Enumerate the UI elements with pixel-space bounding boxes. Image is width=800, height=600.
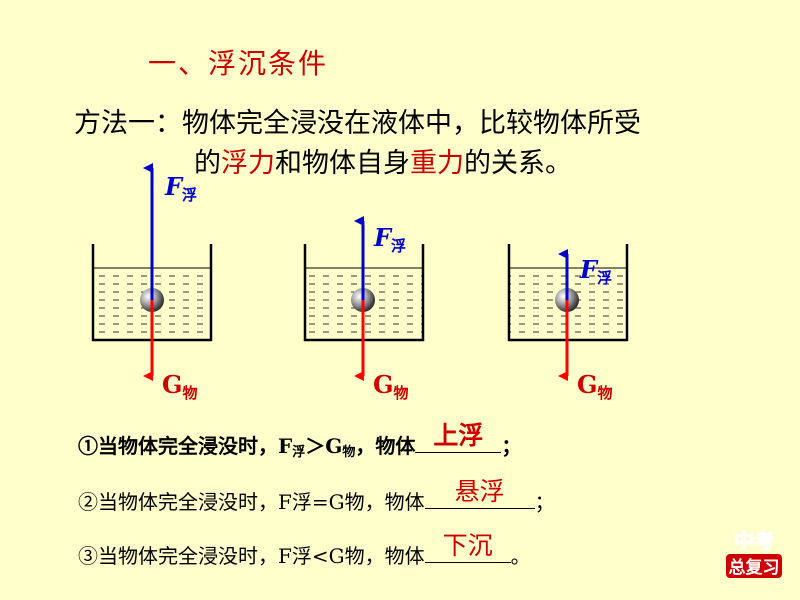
gravity-term: 重力 xyxy=(410,148,464,179)
condition-rising: ①当物体完全浸没时，F浮＞G物，物体上浮； xyxy=(78,421,521,460)
answer-text: 下沉 xyxy=(442,531,493,560)
answer-blank: 上浮 xyxy=(415,421,502,453)
container-sinking: F浮 G物 xyxy=(507,244,629,402)
answer-blank: 悬浮 xyxy=(424,477,535,509)
svg-text:中考: 中考 xyxy=(734,529,774,553)
buoyancy-diagram: F浮 G物 F浮 G物 F浮 G物 xyxy=(91,163,629,402)
condition-suspended: ②当物体完全浸没时，F浮=G物，物体悬浮； xyxy=(78,477,555,515)
answer-blank: 下沉 xyxy=(424,531,511,563)
answer-text: 上浮 xyxy=(433,421,484,450)
review-badge-logo: 中考 总复习 xyxy=(724,524,784,582)
container-rising: F浮 G物 xyxy=(91,163,213,402)
buoyancy-term: 浮力 xyxy=(221,148,275,179)
page-title: 一、浮沉条件 xyxy=(148,47,329,80)
answer-text: 悬浮 xyxy=(454,477,505,506)
condition-sinking: ③当物体完全浸没时，F浮<G物，物体下沉。 xyxy=(78,531,531,569)
method-line-1: 方法一：物体完全浸没在液体中，比较物体所受 xyxy=(74,108,641,139)
method-line-2: 的浮力和物体自身重力的关系。 xyxy=(194,148,572,179)
method-description: 方法一：物体完全浸没在液体中，比较物体所受 的浮力和物体自身重力的关系。 xyxy=(74,104,641,184)
buoyancy-label: F浮 xyxy=(373,223,406,255)
buoyancy-label: F浮 xyxy=(579,255,612,287)
svg-text:总复习: 总复习 xyxy=(729,557,780,578)
gravity-label: G物 xyxy=(373,370,409,402)
container-suspended: F浮 G物 xyxy=(303,216,425,402)
gravity-label: G物 xyxy=(162,370,198,402)
buoyancy-label: F浮 xyxy=(164,172,197,204)
gravity-label: G物 xyxy=(577,370,613,402)
